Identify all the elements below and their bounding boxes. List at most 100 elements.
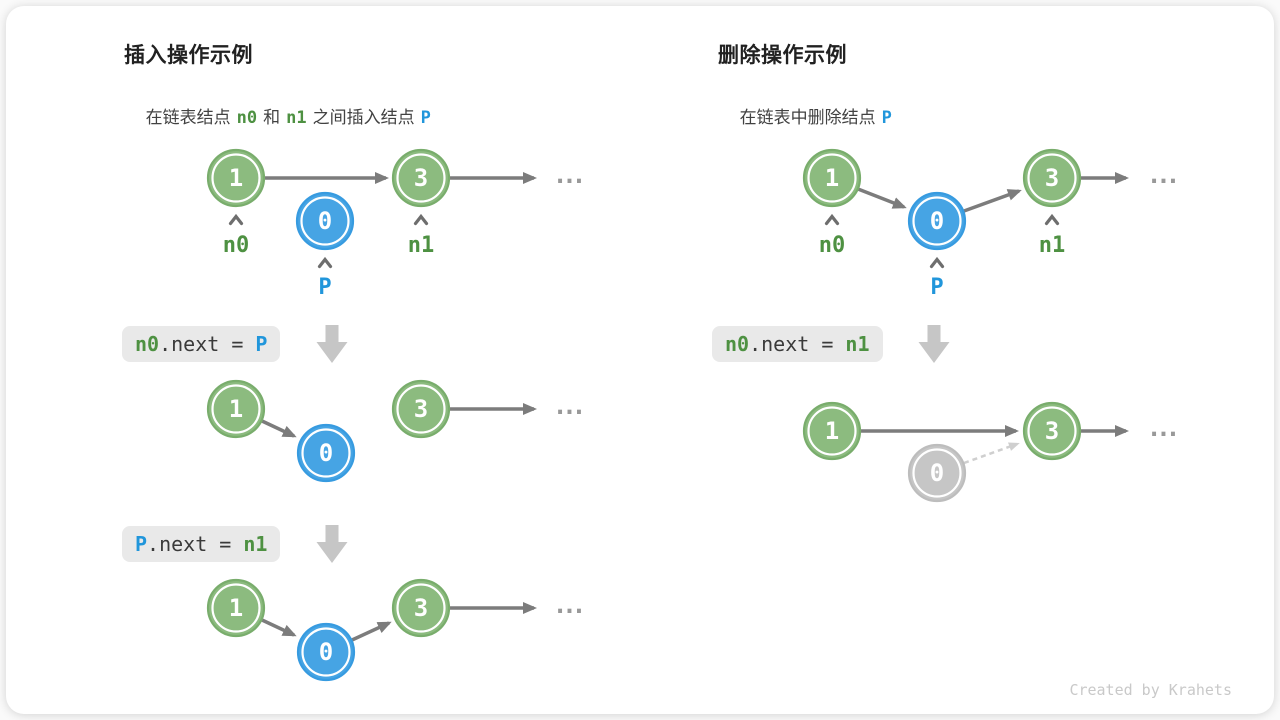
code-box-n0-next-n1: n0.next = n1 (712, 326, 883, 362)
node-circle (206, 578, 266, 638)
node-circle (907, 443, 967, 503)
code-token-n1: n1 (845, 332, 870, 356)
code-token-op: .next = (147, 532, 244, 556)
label-n1: n1 (408, 233, 435, 258)
node-value: 1 (825, 417, 839, 445)
insert-subtitle-p: P (420, 108, 431, 128)
insert-section-title: 插入操作示例 (124, 43, 253, 67)
node-1: 1 (206, 578, 266, 638)
code-box-p-next-n1: P.next = n1 (122, 526, 281, 562)
node-circle (802, 148, 862, 208)
caret-up-icon (228, 213, 244, 226)
code-token-n1: n1 (243, 532, 268, 556)
ellipsis: ... (1147, 161, 1176, 189)
node-3: 3 (1022, 401, 1082, 461)
node-inner-ring (912, 196, 962, 246)
node-value: 0 (930, 459, 944, 487)
node-circle (391, 148, 451, 208)
ellipsis: ... (1147, 414, 1176, 442)
code-token-p: P (135, 532, 148, 556)
node-inner-ring (396, 384, 446, 434)
node-value: 1 (229, 594, 243, 622)
insert-step1-diagram: ... 1 0 3 n0 P n1 (206, 148, 587, 300)
node-inner-ring (1027, 153, 1077, 203)
code-token-n0: n0 (725, 332, 750, 356)
caret-up-icon (413, 213, 429, 226)
delete-section-title: 删除操作示例 (718, 43, 847, 67)
node-3: 3 (1022, 148, 1082, 208)
down-block-arrow-icon (316, 525, 348, 563)
pointer-arrow (261, 419, 297, 438)
down-block-arrow-icon (316, 325, 348, 363)
pointer-arrow (963, 189, 1022, 213)
node-circle (206, 379, 266, 439)
insert-step2-diagram: ... 1 0 3 (206, 379, 587, 483)
node-inner-ring (300, 196, 350, 246)
caret-up-icon (1044, 213, 1060, 226)
node-circle (907, 191, 967, 251)
code-box-n0-next-p: n0.next = P (122, 326, 281, 362)
node-inner-ring (211, 384, 261, 434)
label-n0: n0 (223, 233, 250, 258)
pointer-arrow (857, 187, 907, 209)
node-1: 1 (206, 148, 266, 208)
node-inner-ring (807, 406, 857, 456)
insert-step3-diagram: ... 1 0 3 (206, 578, 587, 682)
node-1: 1 (802, 148, 862, 208)
pointer-arrow (351, 621, 392, 642)
node-value: 3 (1045, 417, 1059, 445)
node-value: 1 (825, 164, 839, 192)
caret-up-icon (824, 213, 840, 226)
caret-up-icon (317, 256, 333, 269)
node-circle (295, 191, 355, 251)
dashed-removed-pointer-arrow (963, 442, 1020, 465)
node-circle (1022, 148, 1082, 208)
node-0: 0 (296, 423, 356, 483)
node-inner-ring (1027, 406, 1077, 456)
down-block-arrow-icon (918, 325, 950, 363)
node-1: 1 (802, 401, 862, 461)
node-value: 0 (319, 638, 333, 666)
node-value: 3 (414, 164, 428, 192)
node-3: 3 (391, 148, 451, 208)
node-inner-ring (396, 583, 446, 633)
node-inner-ring (211, 153, 261, 203)
node-0: 0 (296, 622, 356, 682)
label-p: P (930, 275, 943, 300)
node-inner-ring (211, 583, 261, 633)
code-token-op: .next = (749, 332, 846, 356)
node-0-removed: 0 (907, 443, 967, 503)
node-value: 0 (318, 207, 332, 235)
node-value: 3 (414, 594, 428, 622)
insert-subtitle-text-post: 之间插入结点 (312, 108, 415, 128)
pointer-arrow (261, 618, 297, 637)
node-value: 0 (930, 207, 944, 235)
node-circle (296, 423, 356, 483)
node-0: 0 (907, 191, 967, 251)
insert-subtitle-n1: n1 (286, 108, 307, 128)
node-inner-ring (807, 153, 857, 203)
node-3: 3 (391, 379, 451, 439)
ellipsis: ... (553, 161, 582, 189)
node-circle (802, 401, 862, 461)
node-inner-ring (396, 153, 446, 203)
ellipsis: ... (553, 392, 582, 420)
node-value: 0 (319, 439, 333, 467)
delete-step2-diagram: ... 1 0 3 (802, 401, 1181, 503)
node-circle (296, 622, 356, 682)
node-3: 3 (391, 578, 451, 638)
insert-subtitle-text-mid: 和 (263, 108, 281, 128)
label-n0: n0 (819, 233, 846, 258)
label-p: P (318, 275, 331, 300)
node-circle (206, 148, 266, 208)
node-circle (1022, 401, 1082, 461)
code-token-n0: n0 (135, 332, 160, 356)
node-1: 1 (206, 379, 266, 439)
code-token-op: .next = (159, 332, 256, 356)
node-inner-ring (301, 428, 351, 478)
node-circle (391, 379, 451, 439)
